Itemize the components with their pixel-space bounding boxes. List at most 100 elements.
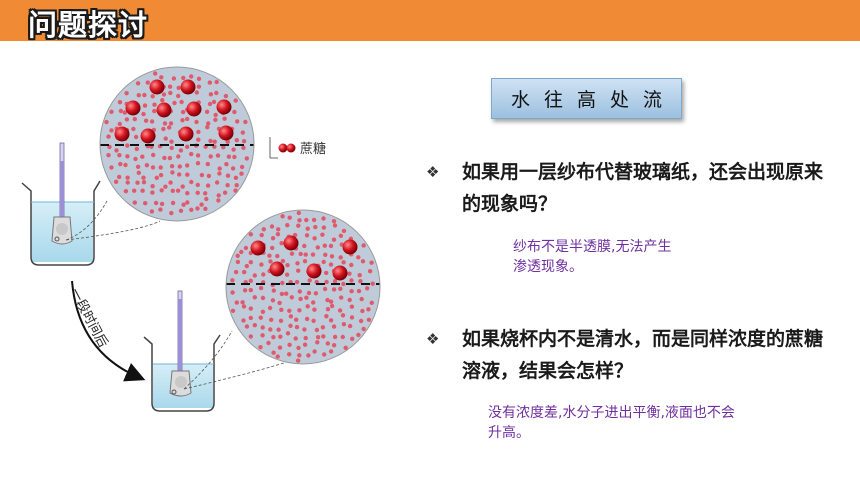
water-molecule — [217, 171, 222, 176]
water-molecule — [225, 139, 230, 144]
water-molecule — [341, 322, 347, 327]
water-molecule — [230, 308, 236, 313]
water-molecule — [140, 154, 145, 159]
water-molecule — [304, 295, 309, 300]
water-molecule — [234, 300, 239, 305]
water-molecule — [189, 179, 194, 185]
water-molecule — [239, 249, 244, 255]
water-molecule — [239, 171, 244, 176]
sugar-molecule — [342, 239, 358, 255]
question-1-text: 如果用一层纱布代替玻璃纸，还会出现原来的现象吗？ — [462, 161, 824, 215]
water-molecule — [303, 252, 308, 257]
sugar-molecule — [306, 263, 322, 279]
water-molecule — [235, 253, 240, 258]
water-molecule — [248, 306, 253, 311]
sugar-molecule — [218, 125, 234, 141]
water-molecule — [125, 143, 130, 148]
water-molecule — [167, 155, 173, 161]
water-molecule — [181, 75, 186, 81]
water-molecule — [285, 331, 291, 336]
water-molecule — [215, 153, 221, 158]
sugar-molecule — [332, 265, 348, 281]
water-molecule — [106, 153, 111, 158]
water-molecule — [152, 102, 157, 107]
water-molecule — [331, 343, 337, 348]
water-molecule — [278, 334, 283, 339]
water-molecule — [180, 109, 186, 115]
water-molecule — [208, 154, 213, 159]
water-molecule — [287, 342, 292, 347]
water-molecule — [260, 333, 265, 338]
water-molecule — [233, 269, 239, 275]
water-molecule — [258, 315, 263, 320]
water-molecule — [322, 286, 328, 292]
water-molecule — [204, 196, 209, 202]
water-molecule — [349, 262, 354, 268]
water-molecule — [305, 304, 310, 309]
water-molecule — [271, 335, 276, 340]
water-molecule — [132, 116, 137, 122]
sugar-molecules-top — [114, 79, 234, 144]
water-molecule — [169, 139, 174, 144]
water-molecule — [329, 254, 335, 259]
water-molecule — [366, 317, 372, 322]
water-molecule — [303, 335, 308, 341]
sugar-molecule — [178, 126, 194, 142]
water-molecule — [199, 202, 204, 207]
water-molecule — [320, 232, 325, 237]
water-molecule — [185, 172, 190, 177]
water-molecule — [288, 314, 294, 319]
water-molecule — [337, 308, 343, 313]
water-molecule — [279, 241, 284, 246]
water-molecule — [279, 291, 285, 297]
water-molecule — [203, 191, 208, 196]
water-molecule — [158, 165, 163, 170]
water-molecule — [151, 152, 156, 158]
water-molecule — [278, 318, 284, 323]
water-molecule — [125, 175, 130, 180]
water-molecule — [313, 224, 318, 230]
water-molecule — [304, 217, 309, 223]
water-molecule — [125, 154, 130, 159]
water-molecule — [207, 80, 212, 85]
legend-label: 蔗糖 — [300, 141, 326, 157]
water-molecule — [212, 139, 217, 144]
water-molecule — [270, 245, 275, 251]
water-molecule — [224, 162, 229, 167]
water-molecule — [325, 297, 330, 303]
water-molecule — [214, 90, 219, 96]
water-molecule — [276, 327, 281, 332]
water-molecule — [233, 188, 238, 193]
water-molecule — [321, 334, 326, 339]
water-molecule — [240, 300, 245, 305]
water-molecule — [356, 288, 362, 294]
water-molecule — [150, 165, 156, 170]
water-molecule — [185, 163, 190, 168]
water-molecule — [294, 317, 299, 322]
water-molecule — [109, 165, 114, 170]
water-molecule — [158, 172, 164, 178]
beaker-later — [143, 290, 221, 412]
water-molecule — [135, 81, 141, 86]
water-molecule — [159, 201, 165, 207]
water-molecule — [312, 307, 317, 312]
water-molecule — [365, 286, 370, 291]
water-molecule — [162, 155, 167, 161]
water-molecule — [275, 232, 281, 237]
water-molecule — [315, 245, 320, 250]
water-molecule — [343, 345, 348, 350]
water-molecule — [311, 318, 316, 323]
sugar-molecule — [283, 235, 299, 251]
water-molecule — [150, 184, 155, 189]
water-molecule — [328, 349, 334, 354]
water-molecule — [302, 259, 308, 264]
water-molecule — [349, 278, 354, 283]
water-molecule — [295, 261, 300, 266]
water-molecule — [232, 109, 237, 115]
water-molecule — [150, 94, 155, 99]
water-molecule — [154, 175, 159, 180]
water-molecule — [114, 148, 119, 153]
water-molecule — [104, 119, 109, 125]
water-molecule — [241, 304, 247, 309]
water-molecule — [159, 75, 164, 80]
